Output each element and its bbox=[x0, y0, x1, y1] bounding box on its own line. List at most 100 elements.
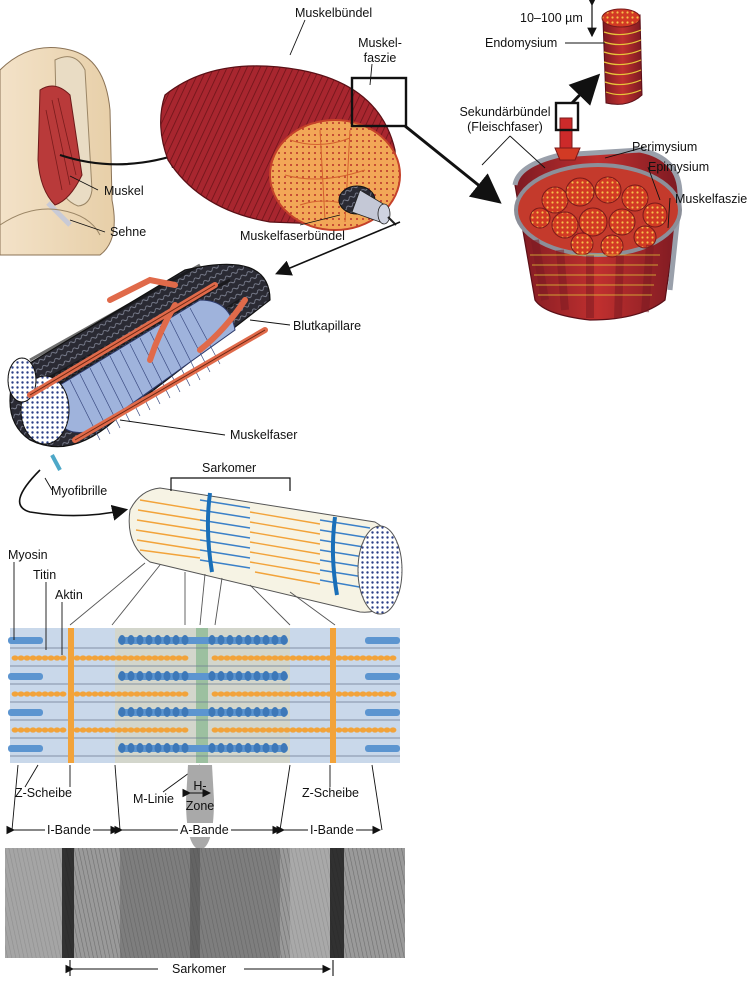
actin-bead bbox=[365, 691, 373, 697]
actin-bead bbox=[41, 727, 49, 733]
actin-bead bbox=[47, 727, 55, 733]
actin-bead bbox=[365, 655, 373, 661]
actin-bead bbox=[289, 691, 297, 697]
myosin-head bbox=[145, 671, 153, 681]
actin-bead bbox=[11, 691, 19, 697]
myosin-head bbox=[181, 671, 189, 681]
myosin-head bbox=[280, 743, 288, 753]
actin-bead bbox=[259, 727, 267, 733]
actin-bead bbox=[235, 691, 243, 697]
myosin-head bbox=[235, 707, 243, 717]
myosin-head bbox=[244, 707, 252, 717]
myosin-head bbox=[118, 671, 126, 681]
actin-bead bbox=[223, 655, 231, 661]
actin-bead bbox=[47, 655, 55, 661]
myosin-head bbox=[271, 707, 279, 717]
myosin-head bbox=[172, 635, 180, 645]
arrow-fascicle bbox=[275, 221, 401, 276]
actin-bead bbox=[29, 655, 37, 661]
actin-bead bbox=[277, 655, 285, 661]
myosin-filament bbox=[8, 709, 43, 716]
actin-bead bbox=[23, 727, 31, 733]
actin-bead bbox=[319, 655, 327, 661]
actin-bead bbox=[41, 691, 49, 697]
actin-bead bbox=[341, 727, 349, 733]
actin-bead bbox=[235, 727, 243, 733]
actin-bead bbox=[29, 727, 37, 733]
actin-bead bbox=[11, 655, 19, 661]
myosin-head bbox=[145, 635, 153, 645]
label-h-zone-line1: H- bbox=[193, 779, 207, 793]
actin-bead bbox=[145, 691, 153, 697]
actin-bead bbox=[229, 655, 237, 661]
myosin-filament bbox=[118, 745, 288, 752]
myosin-head bbox=[280, 707, 288, 717]
actin-bead bbox=[151, 691, 159, 697]
arm-illustration bbox=[0, 47, 115, 256]
actin-bead bbox=[163, 727, 171, 733]
myosin-head bbox=[154, 671, 162, 681]
arrow-zoom-to-cross bbox=[404, 124, 502, 204]
myosin-head bbox=[145, 707, 153, 717]
myosin-head bbox=[253, 743, 261, 753]
actin-bead bbox=[383, 691, 391, 697]
actin-bead bbox=[145, 655, 153, 661]
actin-bead bbox=[335, 727, 343, 733]
actin-bead bbox=[383, 655, 391, 661]
myosin-head bbox=[136, 671, 144, 681]
actin-bead bbox=[23, 655, 31, 661]
actin-bead bbox=[247, 727, 255, 733]
actin-bead bbox=[259, 691, 267, 697]
actin-bead bbox=[79, 691, 87, 697]
label-myofibrille: Myofibrille bbox=[51, 484, 108, 498]
actin-bead bbox=[85, 727, 93, 733]
actin-bead bbox=[181, 727, 189, 733]
arrow-fiber-to-endomysium bbox=[568, 73, 601, 106]
myofibril-cylinder bbox=[128, 487, 403, 615]
sarcomere-top-bracket bbox=[170, 477, 291, 491]
myosin-head bbox=[244, 671, 252, 681]
label-muskel: Muskel bbox=[104, 184, 144, 198]
actin-bead bbox=[347, 655, 355, 661]
label-blutkapillare: Blutkapillare bbox=[293, 319, 362, 333]
actin-bead bbox=[353, 691, 361, 697]
myosin-head bbox=[163, 635, 171, 645]
myosin-head bbox=[163, 707, 171, 717]
actin-bead bbox=[85, 655, 93, 661]
actin-bead bbox=[109, 727, 117, 733]
actin-bead bbox=[389, 727, 397, 733]
actin-bead bbox=[217, 727, 225, 733]
actin-bead bbox=[151, 655, 159, 661]
myosin-head bbox=[280, 671, 288, 681]
myosin-head bbox=[118, 743, 126, 753]
myosin-head bbox=[172, 743, 180, 753]
myosin-head bbox=[154, 743, 162, 753]
myosin-head bbox=[271, 671, 279, 681]
myosin-head bbox=[226, 671, 234, 681]
myosin-filament bbox=[118, 709, 288, 716]
actin-bead bbox=[277, 727, 285, 733]
myosin-head bbox=[208, 707, 216, 717]
actin-bead bbox=[53, 727, 61, 733]
myosin-filament bbox=[118, 637, 288, 644]
muscle-cross-section bbox=[512, 117, 683, 321]
actin-bead bbox=[109, 691, 117, 697]
actin-bead bbox=[97, 691, 105, 697]
label-size-range: 10–100 µm bbox=[520, 11, 583, 25]
label-sekundaerbuendel-line1: Sekundärbündel bbox=[459, 105, 551, 119]
actin-bead bbox=[59, 727, 67, 733]
actin-bead bbox=[115, 655, 123, 661]
actin-bead bbox=[265, 727, 273, 733]
actin-bead bbox=[371, 655, 379, 661]
actin-bead bbox=[307, 727, 315, 733]
zoom-frame bbox=[350, 76, 408, 128]
actin-bead bbox=[91, 655, 99, 661]
actin-bead bbox=[211, 655, 219, 661]
actin-bead bbox=[253, 691, 261, 697]
myosin-head bbox=[271, 635, 279, 645]
myosin-head bbox=[235, 635, 243, 645]
myosin-head bbox=[118, 707, 126, 717]
actin-bead bbox=[175, 691, 183, 697]
